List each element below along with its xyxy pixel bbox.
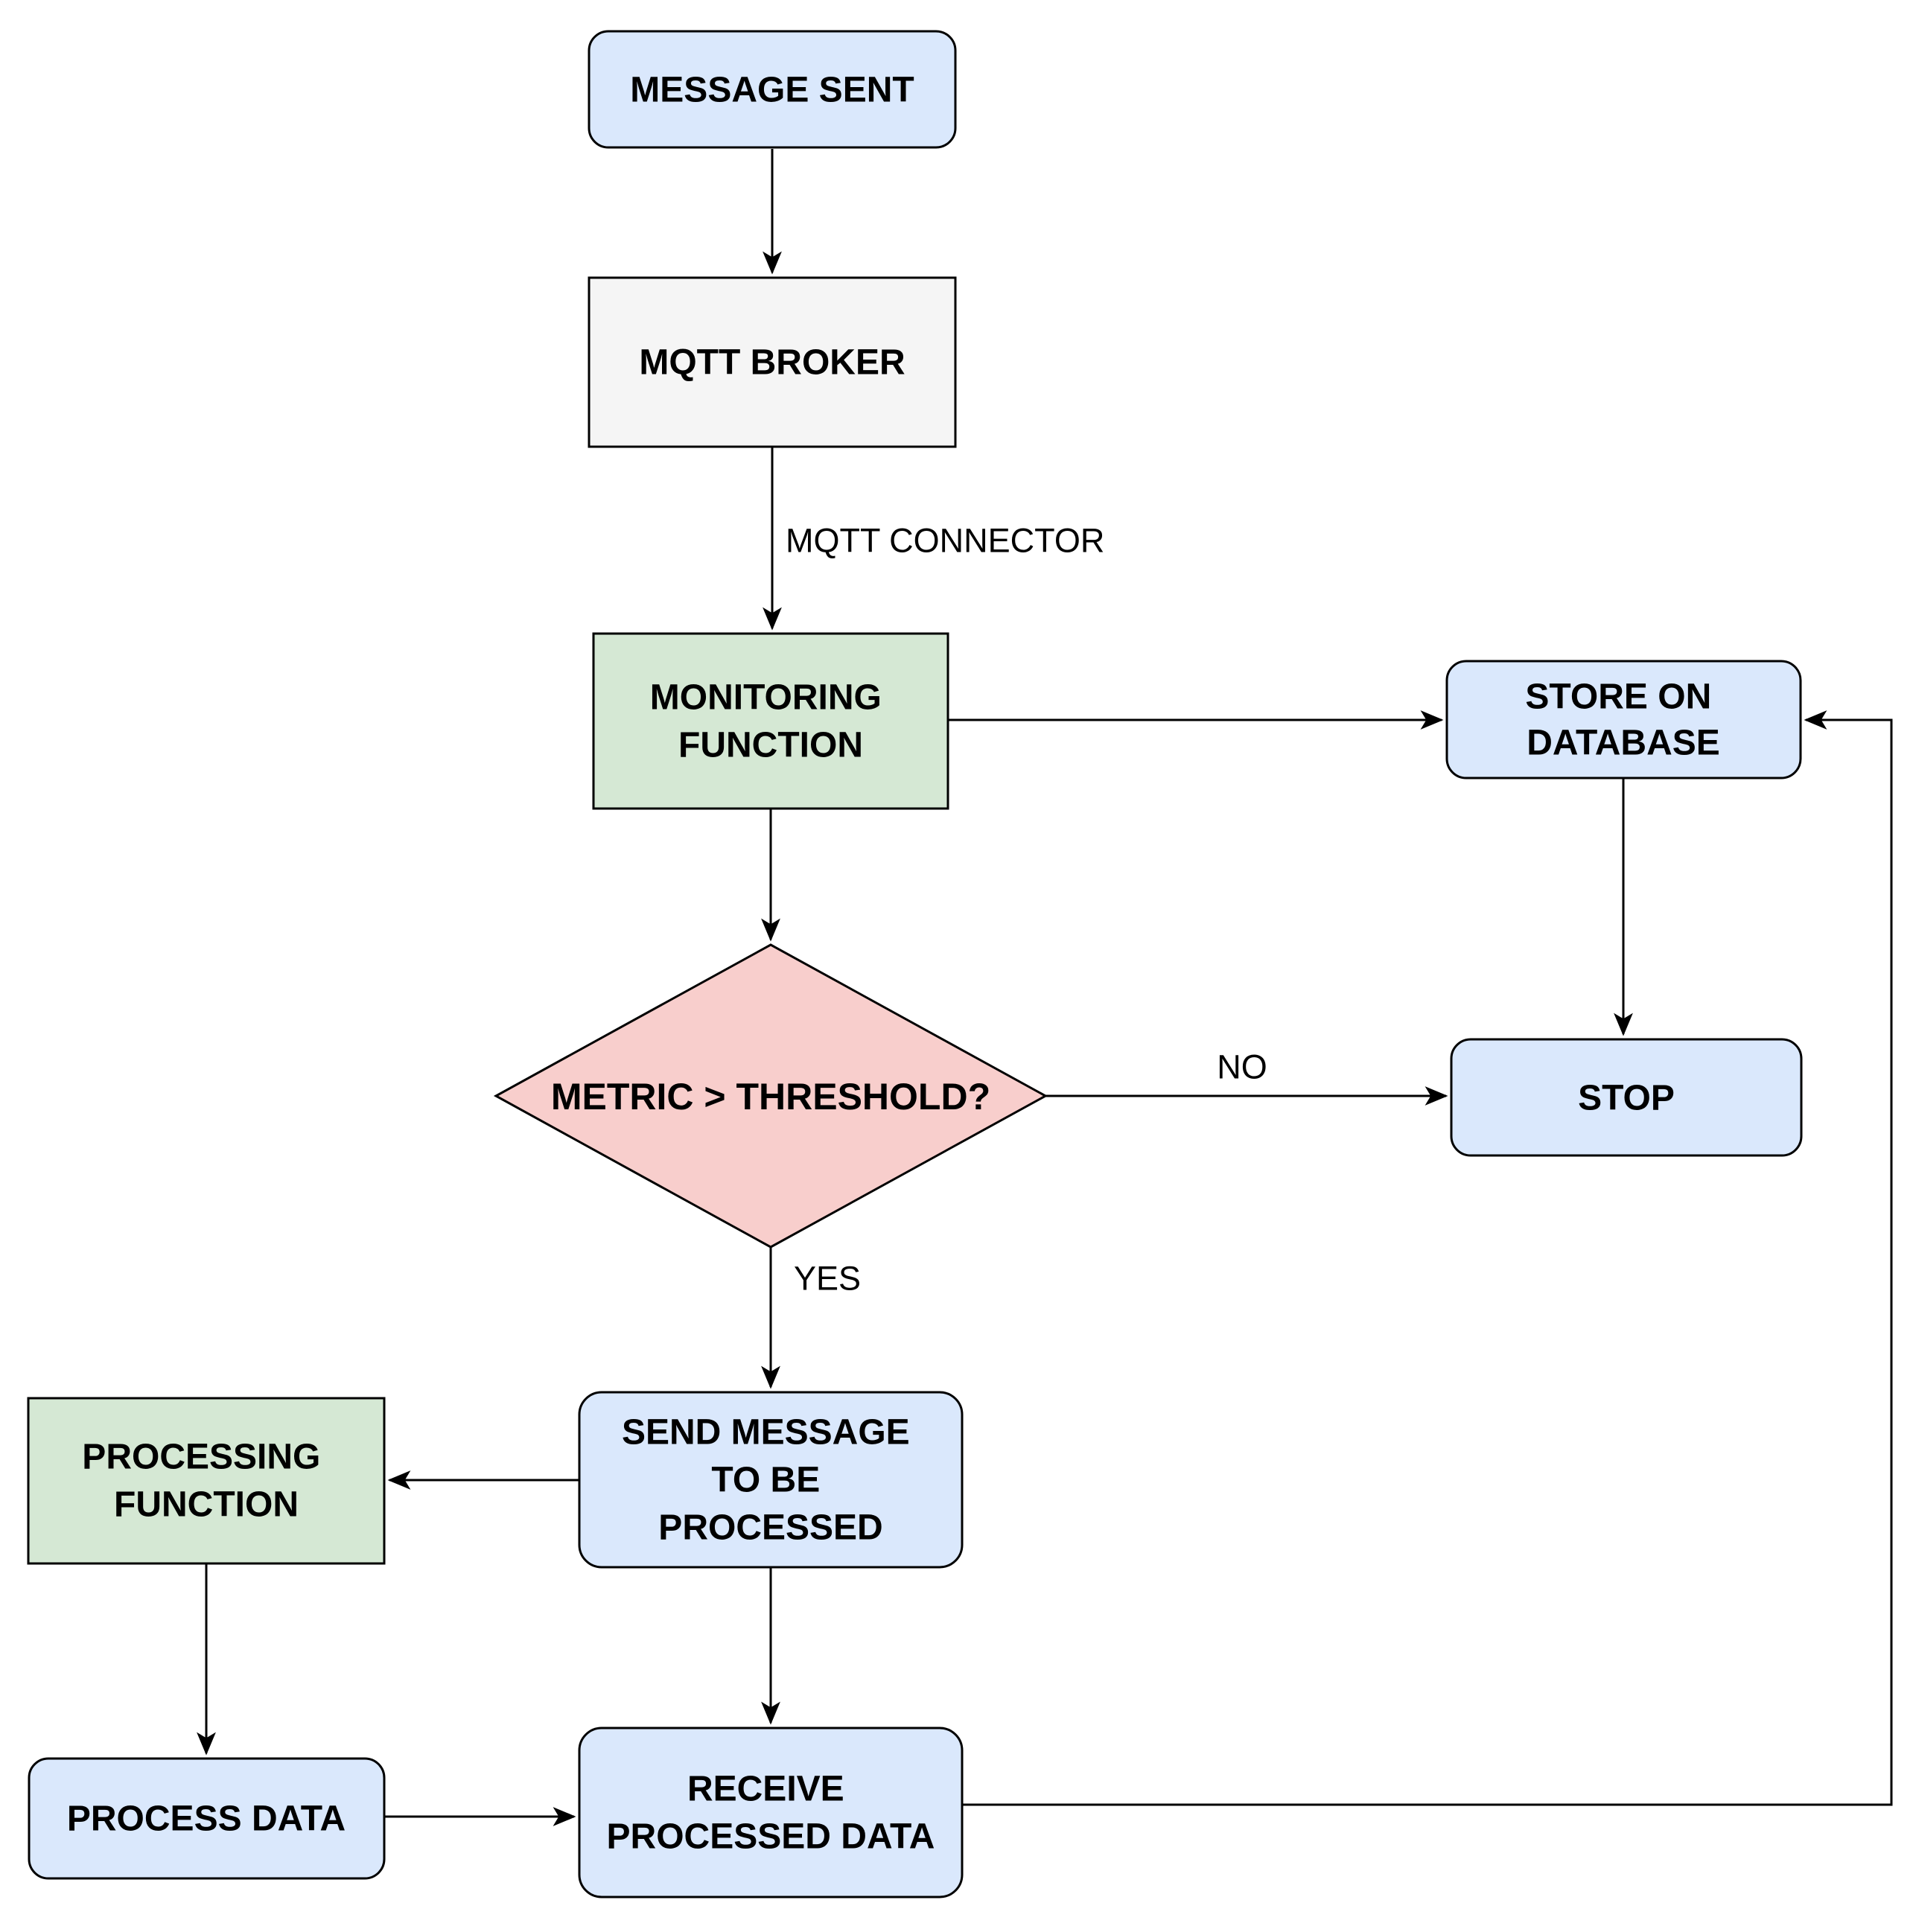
send-message-shape: [578, 1391, 964, 1569]
node-receive-processed-data: RECEIVE PROCESSED DATA: [578, 1727, 964, 1898]
message-sent-shape: [588, 30, 957, 149]
monitoring-function-label: MONITORING FUNCTION: [650, 666, 891, 765]
mqtt-broker-shape: [588, 276, 957, 448]
send-message-label: SEND MESSAGE TO BE PROCESSED: [622, 1401, 920, 1548]
node-message-sent: MESSAGE SENT: [588, 30, 957, 149]
edge-labels: MQTT CONNECTOR NO YES: [786, 522, 1267, 1298]
process-data-label: PROCESS DATA: [67, 1799, 346, 1839]
processing-function-label: PROCESSING FUNCTION: [82, 1426, 330, 1525]
receive-processed-data-shape: [578, 1727, 964, 1898]
metric-threshold-shape: [493, 943, 1048, 1249]
edge-label-yes: YES: [794, 1260, 861, 1298]
processing-function-shape: [27, 1397, 386, 1565]
edges: [197, 149, 1893, 1826]
stop-label: STOP: [1578, 1079, 1675, 1118]
node-processing-function: PROCESSING FUNCTION: [27, 1397, 386, 1565]
metric-threshold-label: METRIC > THRESHOLD?: [551, 1076, 990, 1118]
node-monitoring-function: MONITORING FUNCTION: [592, 632, 949, 810]
store-on-database-label: STORE ON DATABASE: [1525, 666, 1721, 763]
stop-shape: [1450, 1038, 1803, 1157]
node-process-data: PROCESS DATA: [28, 1757, 386, 1880]
node-stop: STOP: [1450, 1038, 1803, 1157]
node-send-message-to-be-processed: SEND MESSAGE TO BE PROCESSED: [578, 1391, 964, 1569]
store-on-database-shape: [1445, 660, 1802, 780]
receive-processed-data-label: RECEIVE PROCESSED DATA: [607, 1758, 935, 1857]
decision-metric-threshold: METRIC > THRESHOLD?: [493, 943, 1048, 1249]
message-sent-label: MESSAGE SENT: [630, 71, 914, 110]
process-data-shape: [28, 1757, 386, 1880]
edge-receive-to-store-on-database: [962, 710, 1893, 1806]
monitoring-function-shape: [592, 632, 949, 810]
node-store-on-database: STORE ON DATABASE: [1445, 660, 1802, 780]
mqtt-broker-label: MQTT BROKER: [639, 343, 905, 383]
edge-label-no: NO: [1217, 1048, 1267, 1086]
nodes: MESSAGE SENT MQTT BROKER MONITORING FUNC…: [27, 30, 1803, 1898]
node-mqtt-broker: MQTT BROKER: [588, 276, 957, 448]
edge-label-mqtt-connector: MQTT CONNECTOR: [786, 522, 1104, 560]
